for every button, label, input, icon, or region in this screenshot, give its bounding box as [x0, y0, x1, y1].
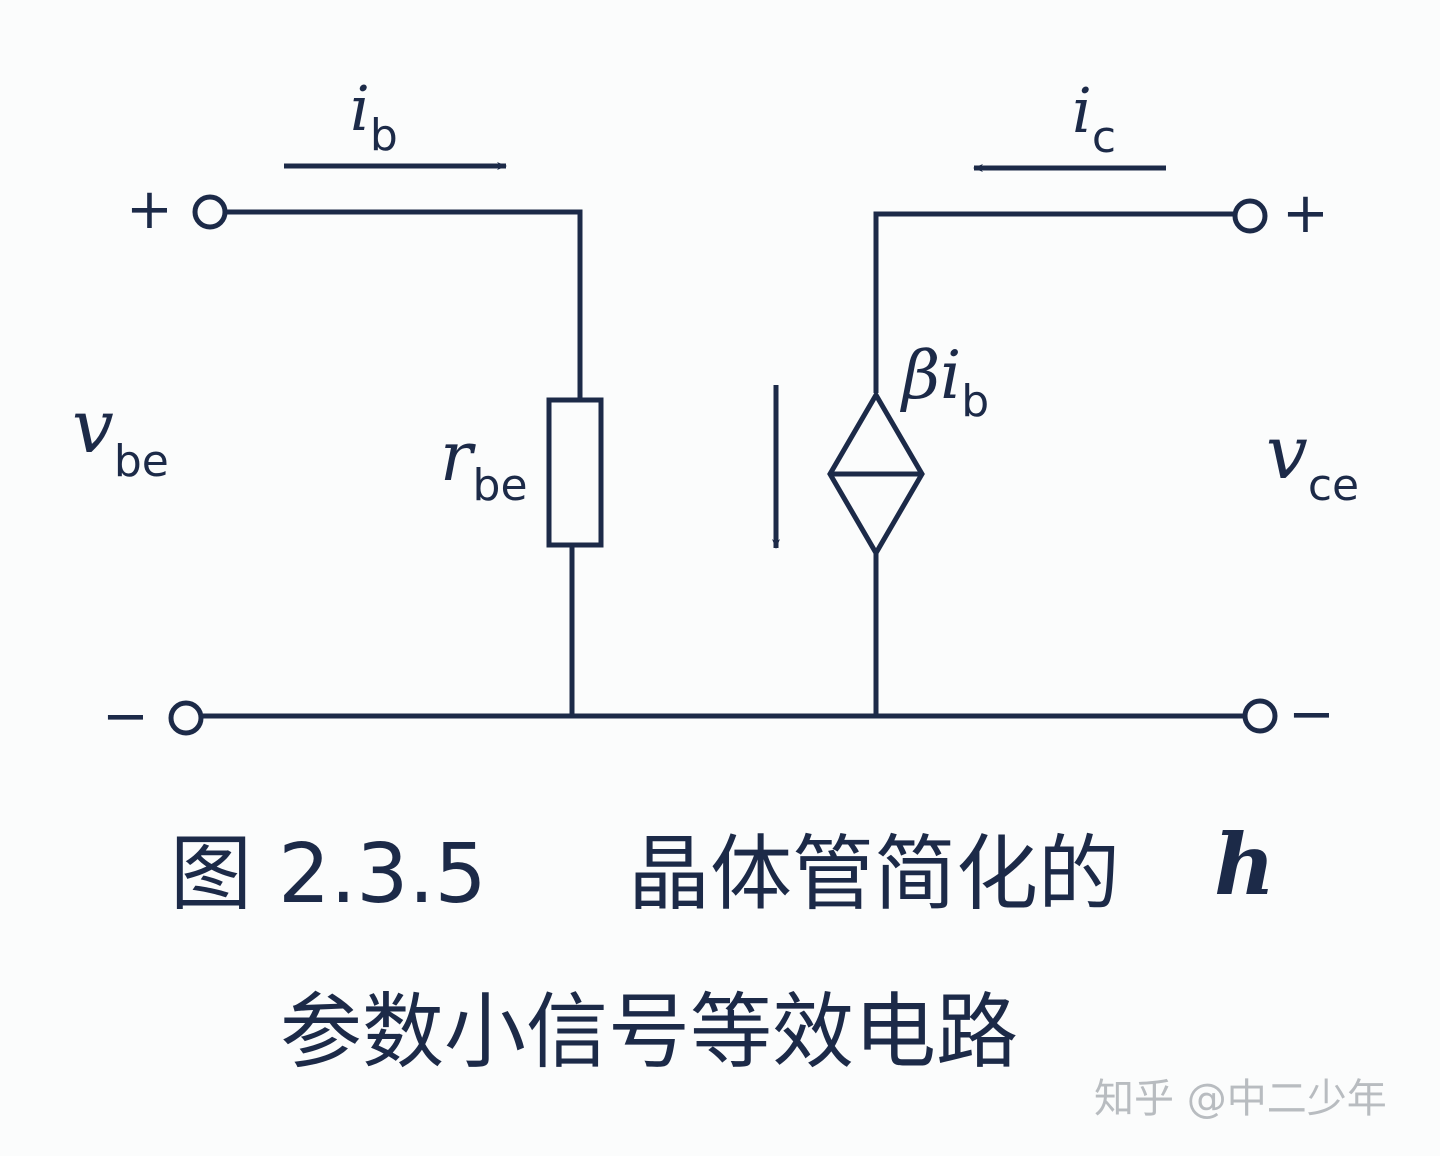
- label-vce: v: [1266, 410, 1308, 496]
- dependent-current-source: [827, 390, 925, 558]
- label-source: βi: [899, 337, 961, 414]
- caption-line2: 参数小信号等效电路: [280, 985, 1018, 1080]
- figure-number: 图 2.3.5: [170, 827, 487, 922]
- wires: [203, 209, 1243, 719]
- terminal-in-plus: [192, 194, 228, 230]
- caption-line1: 晶体管简化的: [628, 827, 1120, 922]
- svg-text:vce: vce: [1266, 410, 1359, 511]
- svg-text:vbe: vbe: [72, 384, 169, 487]
- in-minus-sign: −: [102, 684, 149, 749]
- watermark: 知乎 @中二少年: [1094, 1076, 1387, 1122]
- terminal-out-plus: [1232, 198, 1268, 234]
- terminal-out-minus: [1242, 698, 1278, 734]
- resistor-rbe: [546, 397, 604, 548]
- svg-text:ic: ic: [1072, 74, 1116, 163]
- svg-text:βib: βib: [899, 337, 989, 427]
- svg-text:rbe: rbe: [440, 418, 528, 511]
- label-rbe: r: [440, 418, 476, 497]
- out-minus-sign: −: [1288, 682, 1335, 747]
- caption-h: h: [1214, 815, 1275, 914]
- out-plus-sign: +: [1282, 181, 1329, 246]
- label-ib: i: [350, 72, 370, 145]
- label-ic: i: [1072, 74, 1092, 147]
- in-plus-sign: +: [126, 177, 173, 242]
- terminal-in-minus: [168, 700, 204, 736]
- svg-text:ib: ib: [350, 72, 398, 161]
- label-vbe: v: [72, 384, 114, 470]
